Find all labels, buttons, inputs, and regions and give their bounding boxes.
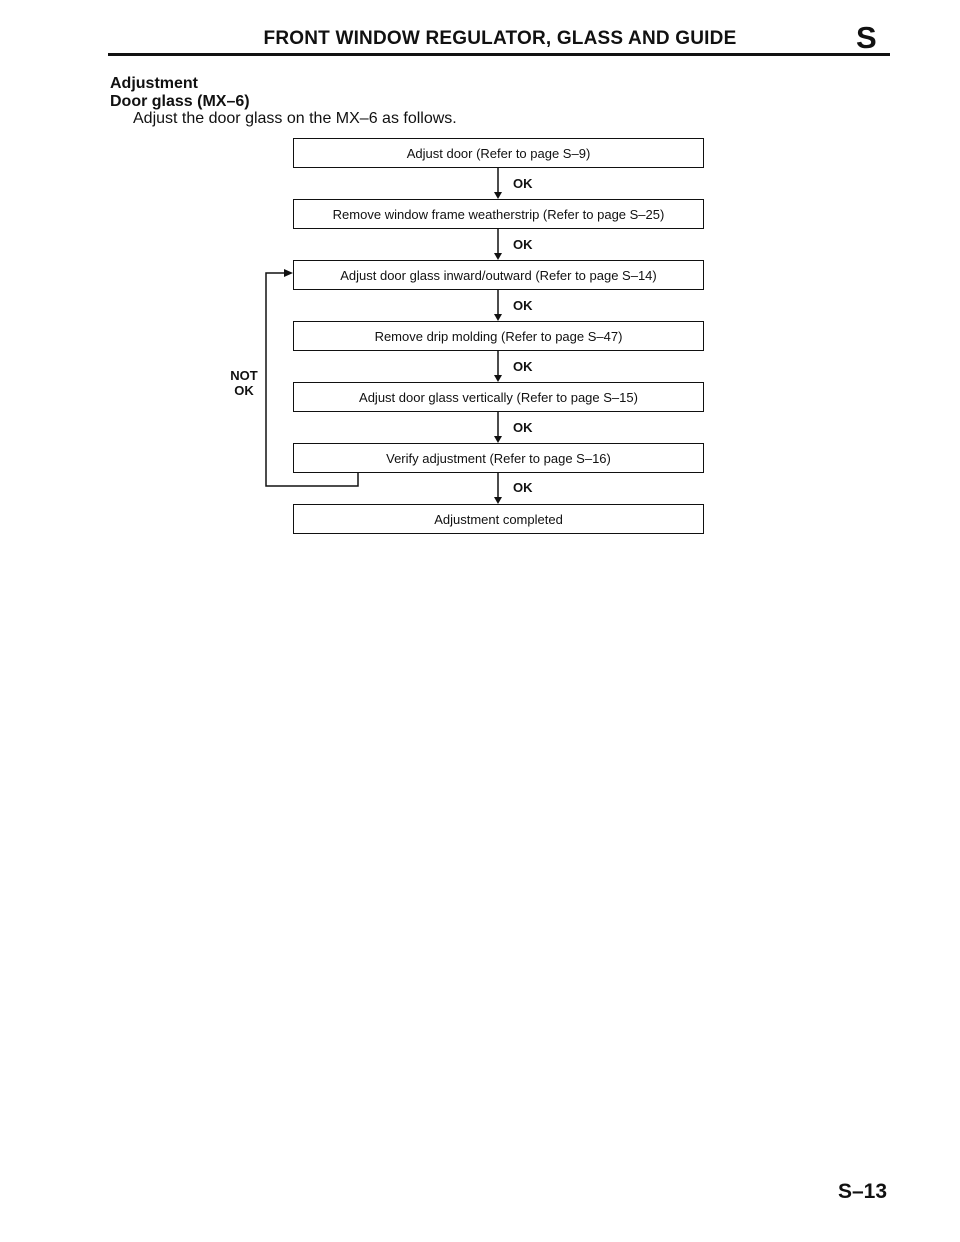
flow-step-adjust-door: Adjust door (Refer to page S–9): [293, 138, 704, 168]
not-ok-label-line2: OK: [234, 383, 254, 398]
arrowhead-4: [494, 375, 502, 382]
ok-label: OK: [513, 298, 533, 313]
flow-step-remove-drip-molding: Remove drip molding (Refer to page S–47): [293, 321, 704, 351]
flow-step-verify-adjustment: Verify adjustment (Refer to page S–16): [293, 443, 704, 473]
section-heading: Adjustment: [110, 75, 198, 92]
flow-step-adjustment-completed: Adjustment completed: [293, 504, 704, 534]
ok-label: OK: [513, 420, 533, 435]
flow-step-remove-weatherstrip: Remove window frame weatherstrip (Refer …: [293, 199, 704, 229]
section-letter: S: [856, 20, 877, 55]
not-ok-label-line1: NOT: [230, 368, 258, 383]
intro-text: Adjust the door glass on the MX–6 as fol…: [133, 110, 457, 127]
ok-label: OK: [513, 359, 533, 374]
arrowhead-5: [494, 436, 502, 443]
page-header-title: FRONT WINDOW REGULATOR, GLASS AND GUIDE: [263, 28, 737, 49]
ok-label: OK: [513, 237, 533, 252]
page-number: S–13: [838, 1180, 888, 1203]
section-subheading: Door glass (MX–6): [110, 93, 250, 110]
flow-step-adjust-vertically: Adjust door glass vertically (Refer to p…: [293, 382, 704, 412]
not-ok-label: NOT OK: [224, 368, 264, 398]
ok-label: OK: [513, 480, 533, 495]
arrowhead-3: [494, 314, 502, 321]
arrowhead-not-ok: [284, 269, 293, 277]
flowchart-connectors: [265, 168, 502, 504]
arrowhead-1: [494, 192, 502, 199]
arrowhead-6: [494, 497, 502, 504]
arrowhead-2: [494, 253, 502, 260]
header-rule: [108, 53, 890, 56]
not-ok-loop-line: [265, 272, 359, 487]
flow-step-adjust-inward-outward: Adjust door glass inward/outward (Refer …: [293, 260, 704, 290]
ok-label: OK: [513, 176, 533, 191]
